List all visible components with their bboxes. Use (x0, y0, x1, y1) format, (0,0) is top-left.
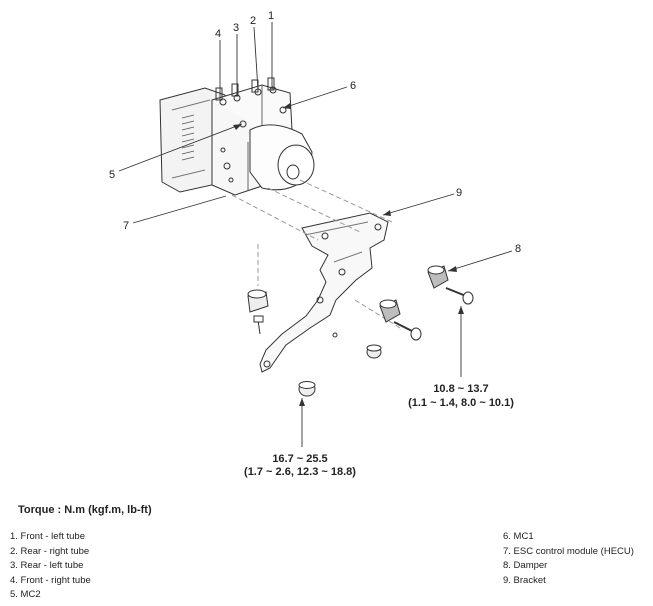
bracket-illustration (259, 212, 389, 373)
damper-bottom (298, 381, 316, 397)
leader-lines (118, 22, 513, 447)
legend-item-9: 9. Bracket (503, 574, 546, 586)
legend-item-5: 5. MC2 (10, 589, 41, 601)
abs-assembly-diagram: 1 2 3 4 5 6 7 8 9 10.8 ~ 13.7 (1.1 ~ 1.4… (109, 10, 521, 478)
torque-spec-damper-alt: (1.1 ~ 1.4, 8.0 ~ 10.1) (408, 397, 514, 409)
callout-8: 8 (515, 243, 521, 255)
arrowheads (233, 103, 464, 406)
legend-item-2: 2. Rear - right tube (10, 545, 90, 557)
legend-item-3: 3. Rear - left tube (10, 560, 84, 572)
damper-right (379, 299, 422, 341)
damper-lower-center (366, 344, 382, 359)
callout-6: 6 (350, 80, 356, 92)
legend-item-8: 8. Damper (503, 560, 548, 572)
callout-2: 2 (250, 15, 256, 27)
callout-7: 7 (123, 220, 129, 232)
legend-item-6: 6. MC1 (503, 531, 534, 542)
torque-spec-bracket-alt: (1.7 ~ 2.6, 12.3 ~ 18.8) (244, 466, 356, 478)
callout-1: 1 (268, 10, 274, 22)
parts-legend-right: 6. MC1 7. ESC control module (HECU) 8. D… (503, 530, 634, 588)
torque-spec-bracket-nm: 16.7 ~ 25.5 (272, 453, 327, 465)
callout-5: 5 (109, 169, 115, 181)
alignment-lines (231, 179, 401, 329)
parts-legend-left: 1. Front - left tube 2. Rear - right tub… (10, 530, 91, 603)
damper-left (247, 289, 269, 335)
legend-item-7: 7. ESC control module (HECU) (503, 545, 634, 557)
legend-item-1: 1. Front - left tube (10, 531, 85, 542)
torque-units-title: Torque : N.m (kgf.m, lb-ft) (18, 504, 152, 516)
callout-4: 4 (215, 28, 221, 40)
legend-item-4: 4. Front - right tube (10, 574, 91, 586)
damper-top-right (427, 265, 474, 305)
torque-spec-damper-nm: 10.8 ~ 13.7 (433, 383, 488, 395)
callout-9: 9 (456, 187, 462, 199)
callout-3: 3 (233, 22, 239, 34)
